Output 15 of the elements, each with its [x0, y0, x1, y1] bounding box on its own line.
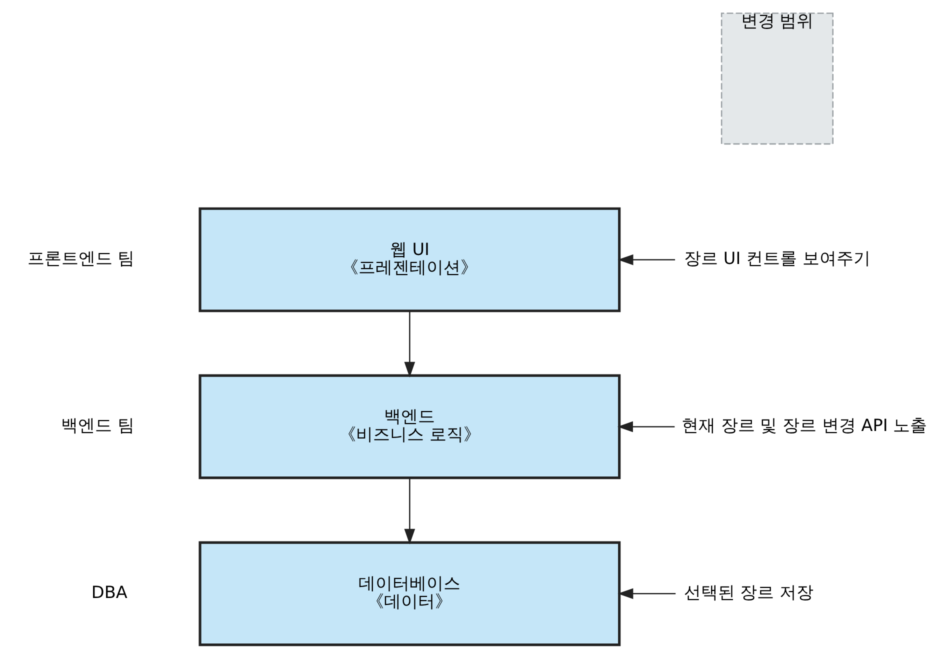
node-text: 장르 UI 컨트롤 보여주기	[684, 248, 870, 268]
node-text: 현재 장르 및 장르 변경 API 노출	[682, 415, 928, 436]
arrow	[404, 478, 416, 544]
node-box: 변경 범위	[720, 12, 834, 145]
arrow	[404, 311, 416, 378]
label: 백엔드 팀	[61, 415, 134, 436]
node-text: 선택된 장르 저장	[684, 582, 814, 602]
arrow	[617, 421, 675, 432]
node-box: 백엔드 《비즈니스 로직》	[198, 374, 621, 480]
label: 프론트엔드 팀	[27, 248, 135, 268]
arrow	[618, 588, 676, 600]
node-box: 웹 UI 《프레젠테이션》	[198, 207, 621, 312]
arrow	[618, 254, 676, 266]
node-box: 데이터베이스 《데이터》	[198, 541, 621, 646]
label: DBA	[91, 582, 128, 602]
